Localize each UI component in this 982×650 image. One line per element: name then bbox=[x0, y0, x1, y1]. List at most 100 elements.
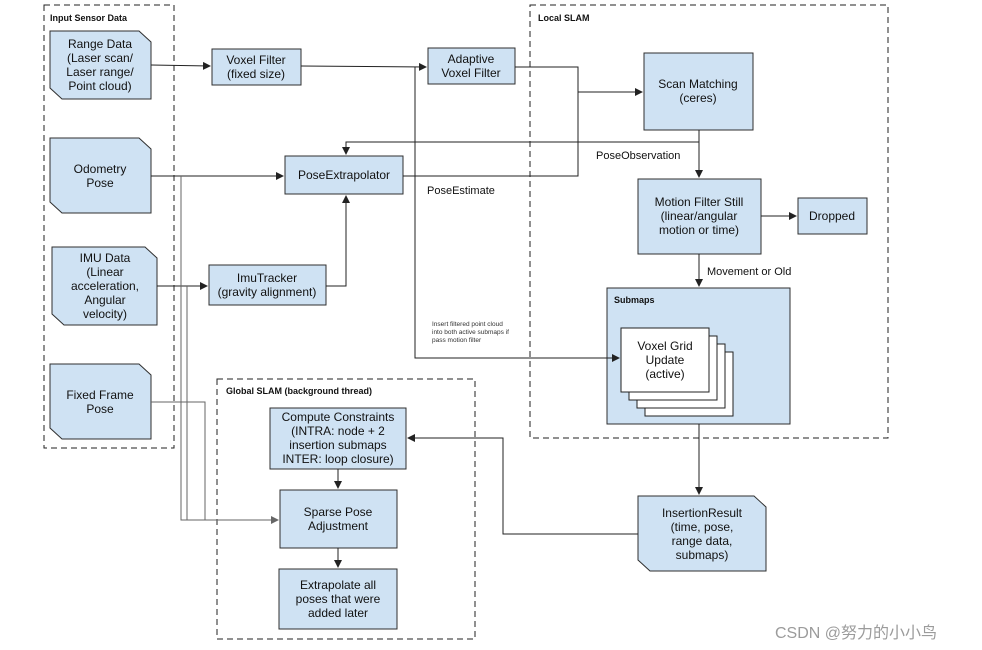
node-pose-extrapolator: PoseExtrapolator bbox=[284, 155, 404, 195]
node-label-line: (time, pose, bbox=[671, 520, 734, 534]
edge-fixed-frame-to-sparse bbox=[151, 401, 206, 520]
node-label-line: Extrapolate all bbox=[300, 578, 376, 592]
node-insertion-result: InsertionResult(time, pose,range data,su… bbox=[637, 495, 767, 572]
group-local-slam: Local SLAM bbox=[529, 4, 889, 439]
node-label-line: Range Data bbox=[68, 37, 132, 51]
edge-insertion-to-constraints bbox=[407, 434, 638, 535]
node-label-line: Pose bbox=[86, 176, 114, 190]
edge-tracker-to-extrapolator bbox=[326, 195, 350, 287]
node-label-line: Voxel Filter bbox=[441, 66, 500, 80]
node-label-line: Sparse Pose bbox=[304, 505, 373, 519]
node-label-line: (gravity alignment) bbox=[218, 285, 317, 299]
edge-voxel-to-adaptive bbox=[300, 62, 427, 71]
node-label-line: Voxel Grid bbox=[637, 339, 692, 353]
node-label-line: (active) bbox=[645, 367, 684, 381]
insert-note-line: Insert filtered point cloud bbox=[432, 321, 503, 328]
node-label-line: poses that were bbox=[296, 592, 381, 606]
svg-text:Motion Filter Still(linear/ang: Motion Filter Still(linear/angularmotion… bbox=[655, 195, 744, 237]
edge-adaptive-to-scan-matching bbox=[515, 66, 643, 96]
node-label-line: Update bbox=[646, 353, 685, 367]
svg-text:PoseExtrapolator: PoseExtrapolator bbox=[298, 168, 390, 182]
node-label-line: INTER: loop closure) bbox=[282, 452, 393, 466]
label-movement-or-old: Movement or Old bbox=[707, 266, 791, 278]
node-label-line: submaps) bbox=[676, 548, 729, 562]
edge-pose-estimate bbox=[403, 92, 579, 177]
edge-pose-observation bbox=[342, 141, 699, 155]
node-label-line: Adjustment bbox=[308, 519, 369, 533]
edge-range-to-voxel-filter bbox=[150, 61, 211, 70]
node-label-line: Odometry bbox=[74, 162, 127, 176]
node-label-line: added later bbox=[308, 606, 368, 620]
node-dropped: Dropped bbox=[797, 197, 868, 235]
node-label-line: ImuTracker bbox=[237, 271, 297, 285]
group-input-sensor-data: Input Sensor Data bbox=[43, 4, 175, 449]
node-label-line: Adaptive bbox=[448, 52, 495, 66]
group-global-title: Global SLAM (background thread) bbox=[226, 386, 372, 396]
node-label-line: (linear/angular bbox=[661, 209, 738, 223]
node-voxel-filter: Voxel Filter(fixed size) bbox=[211, 48, 302, 86]
svg-text:Voxel Filter(fixed size): Voxel Filter(fixed size) bbox=[226, 53, 285, 81]
node-label-line: Voxel Filter bbox=[226, 53, 285, 67]
node-label-line: acceleration, bbox=[71, 279, 139, 293]
node-label-line: Dropped bbox=[809, 209, 855, 223]
node-label-line: (ceres) bbox=[679, 91, 716, 105]
svg-text:Compute Constraints(INTRA: nod: Compute Constraints(INTRA: node + 2inser… bbox=[282, 410, 395, 466]
watermark: CSDN @努力的小小鸟 bbox=[775, 624, 937, 642]
label-pose-observation: PoseObservation bbox=[596, 150, 680, 162]
svg-text:Scan Matching(ceres): Scan Matching(ceres) bbox=[658, 77, 737, 105]
label-pose-estimate: PoseEstimate bbox=[427, 185, 495, 197]
node-scan-matching: Scan Matching(ceres) bbox=[643, 52, 754, 131]
edge-filtered-to-submaps bbox=[414, 67, 620, 362]
node-label-line: Angular bbox=[84, 293, 125, 307]
svg-text:InsertionResult(time, pose,ran: InsertionResult(time, pose,range data,su… bbox=[662, 506, 743, 562]
node-label-line: range data, bbox=[672, 534, 733, 548]
insert-note-line: into both active submaps if bbox=[432, 329, 509, 336]
edge-odometry-to-sparse bbox=[180, 176, 279, 524]
submaps-title: Submaps bbox=[614, 295, 655, 305]
node-label-line: Motion Filter Still bbox=[655, 195, 744, 209]
svg-text:ImuTracker(gravity alignment): ImuTracker(gravity alignment) bbox=[218, 271, 317, 299]
node-imu-tracker: ImuTracker(gravity alignment) bbox=[208, 264, 327, 306]
node-label-line: PoseExtrapolator bbox=[298, 168, 390, 182]
svg-text:Dropped: Dropped bbox=[809, 209, 855, 223]
node-range-data: Range Data(Laser scan/Laser range/Point … bbox=[49, 30, 152, 100]
node-label-line: InsertionResult bbox=[662, 506, 743, 520]
node-label-line: IMU Data bbox=[80, 251, 131, 265]
node-label-line: (INTRA: node + 2 bbox=[291, 424, 385, 438]
group-global-slam: Global SLAM (background thread) bbox=[216, 378, 476, 640]
insert-note-line: pass motion filter bbox=[432, 337, 482, 344]
node-label-line: Compute Constraints bbox=[282, 410, 395, 424]
node-label-line: motion or time) bbox=[659, 223, 739, 237]
group-input-title: Input Sensor Data bbox=[50, 13, 128, 23]
node-label-line: (Laser scan/ bbox=[67, 51, 134, 65]
node-label-line: Fixed Frame bbox=[66, 388, 134, 402]
node-label-line: velocity) bbox=[83, 307, 127, 321]
node-label-line: insertion submaps bbox=[289, 438, 386, 452]
node-label-line: (fixed size) bbox=[227, 67, 285, 81]
node-label-line: Point cloud) bbox=[68, 79, 131, 93]
svg-text:Range Data(Laser scan/Laser ra: Range Data(Laser scan/Laser range/Point … bbox=[66, 37, 134, 93]
node-label-line: Pose bbox=[86, 402, 114, 416]
group-local-title: Local SLAM bbox=[538, 13, 590, 23]
node-label-line: (Linear bbox=[86, 265, 123, 279]
node-label-line: Scan Matching bbox=[658, 77, 737, 91]
node-label-line: Laser range/ bbox=[66, 65, 134, 79]
